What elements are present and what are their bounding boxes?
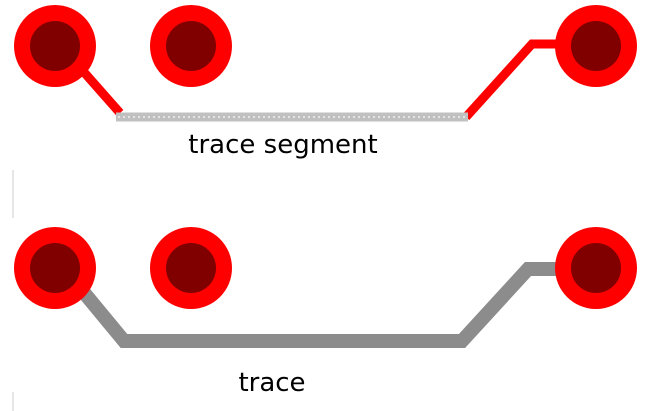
top-pad-3: [555, 5, 637, 87]
trace-segment-label: trace segment: [188, 130, 377, 160]
bottom-example: trace: [14, 227, 637, 398]
top-pad-2: [150, 5, 232, 87]
top-example: trace segment: [14, 5, 637, 160]
bottom-pad-1: [14, 227, 96, 309]
left-edge-mark-bottom: [12, 392, 14, 411]
full-trace: [70, 262, 572, 348]
bottom-pad-2: [150, 227, 232, 309]
bottom-pad-3: [555, 227, 637, 309]
top-pad-1: [14, 5, 96, 87]
trace-label: trace: [238, 368, 305, 398]
left-edge-mark-top: [12, 170, 14, 218]
